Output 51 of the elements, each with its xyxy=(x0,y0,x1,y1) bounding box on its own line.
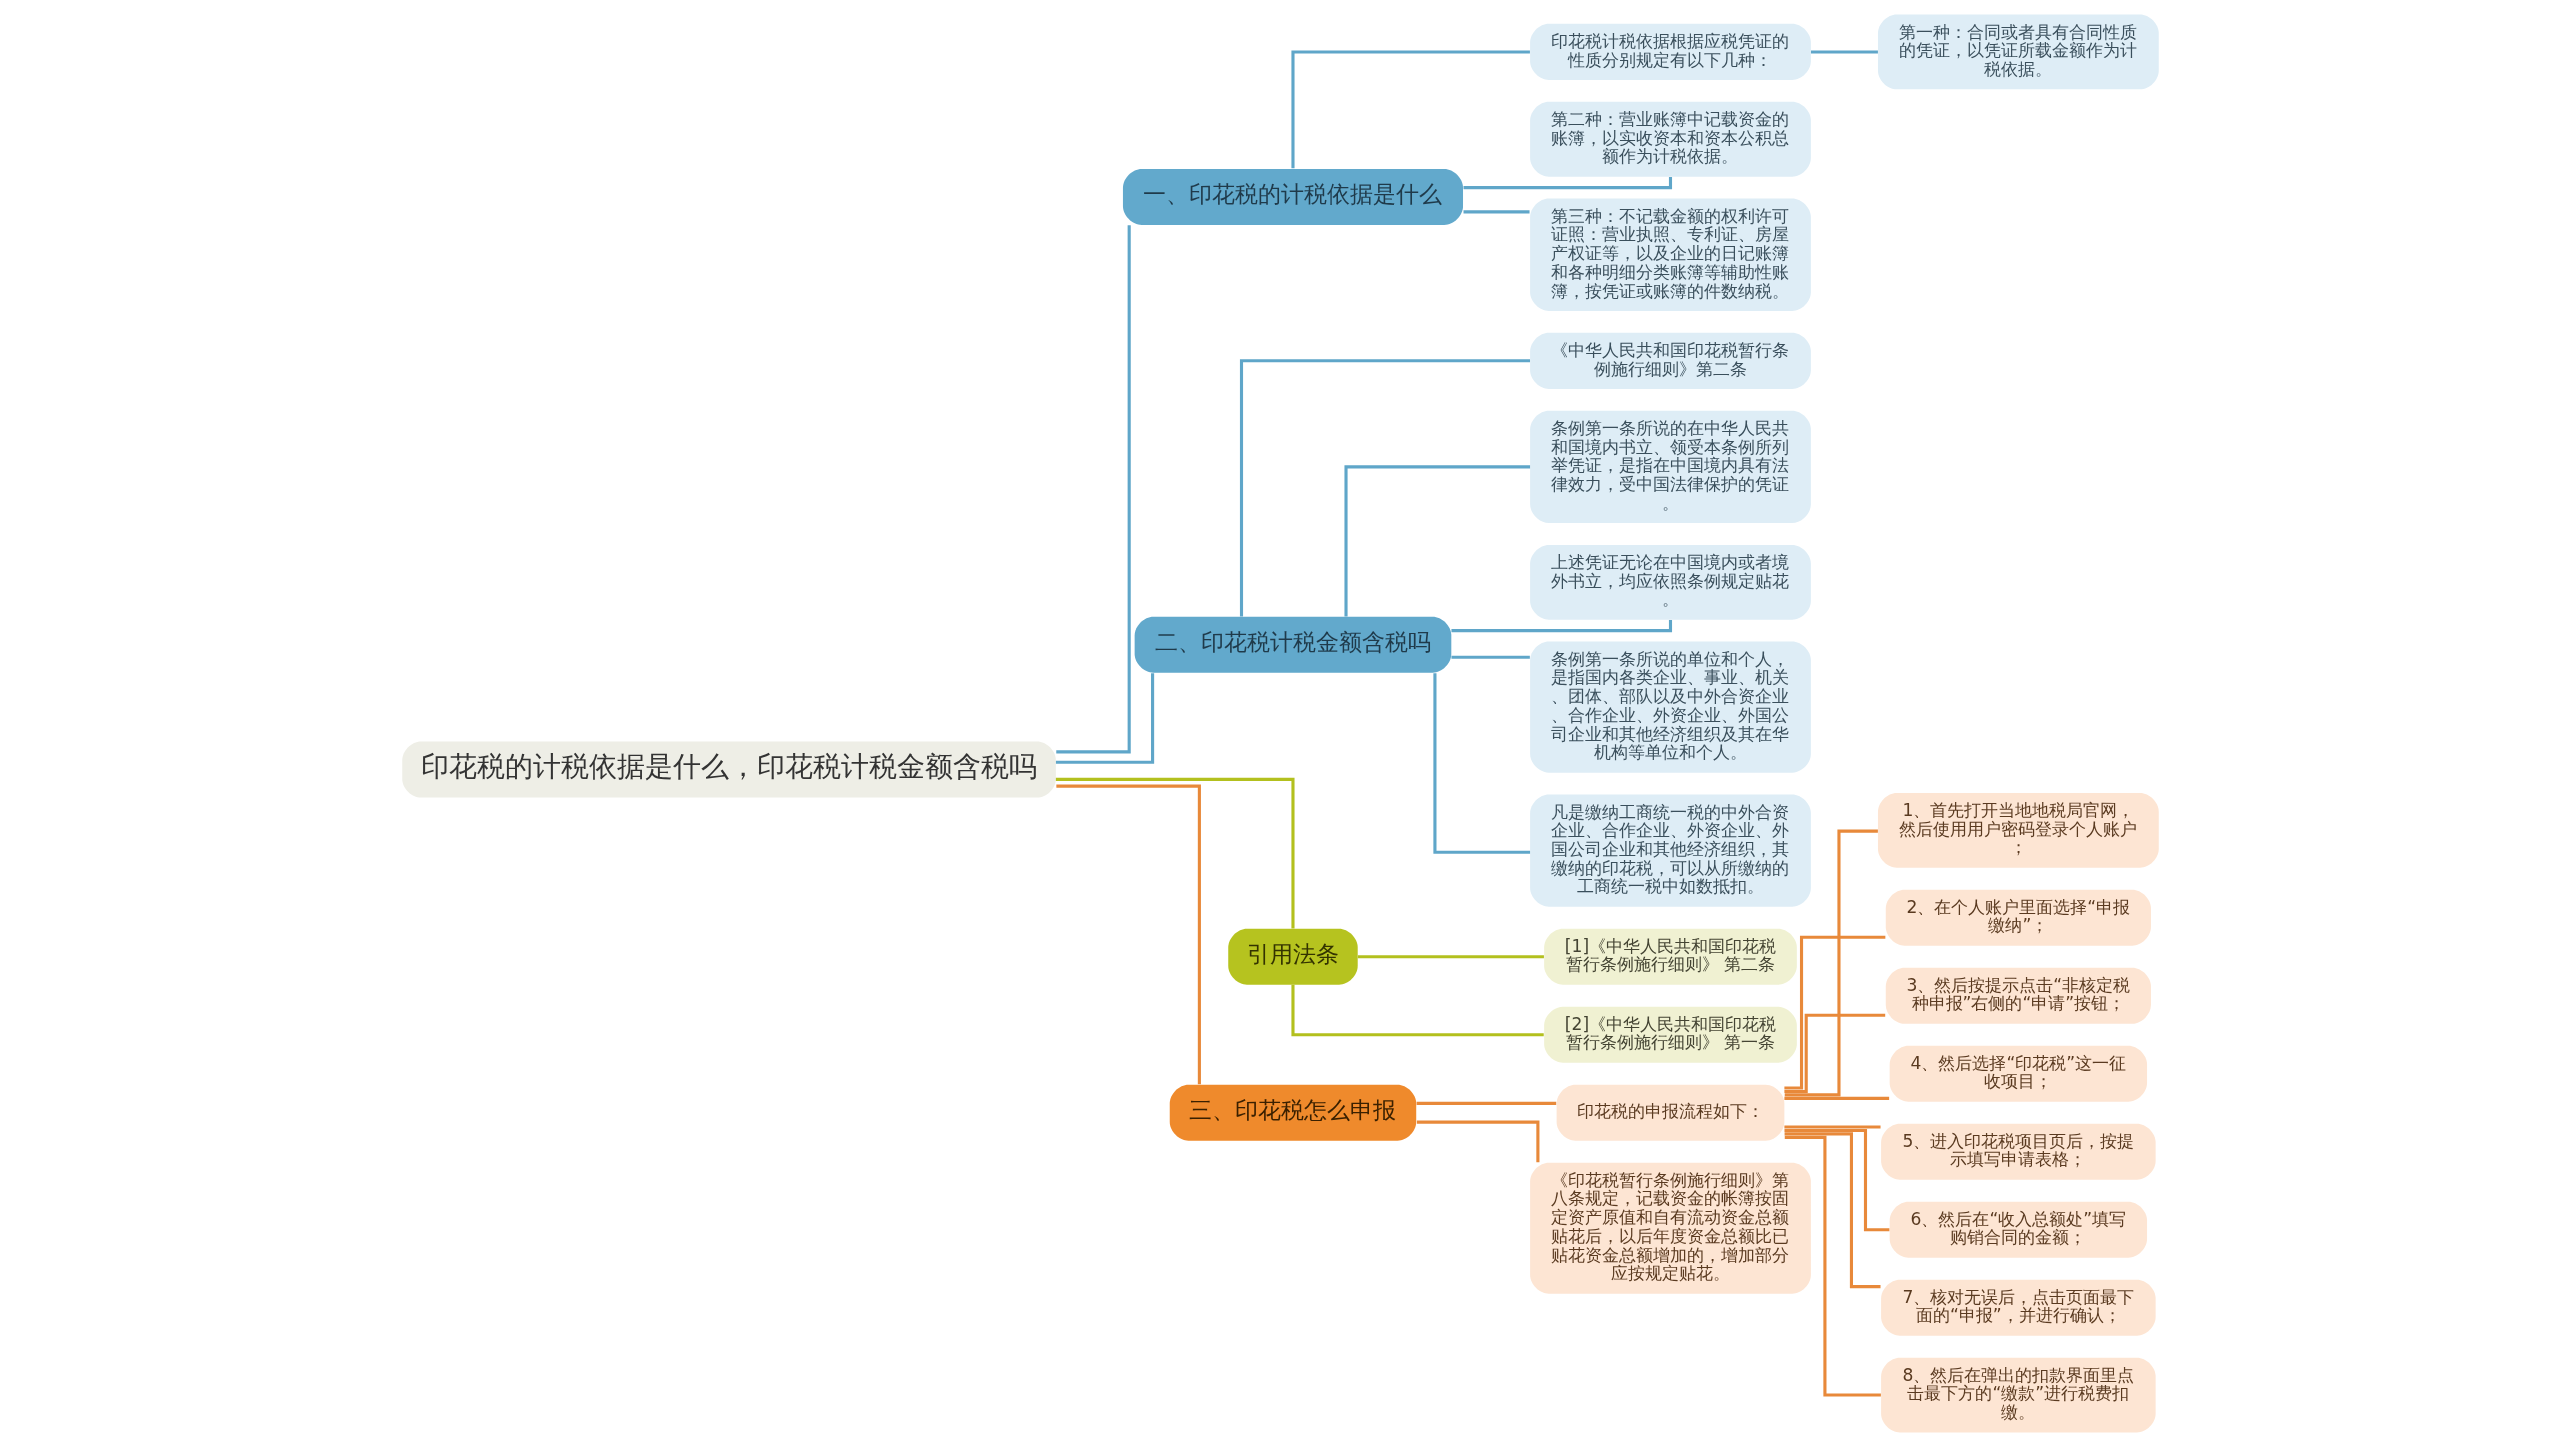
node-box: 《中华人民共和国印花税暂行条例施行细则》第二条 xyxy=(1529,332,1811,389)
connector xyxy=(1450,655,1530,659)
node-box: 8、然后在弹出的扣款界面里点击最下方的“缴款”进行税费扣缴。 xyxy=(1880,1357,2156,1433)
node-box: 条例第一条所说的单位和个人，是指国内各类企业、事业、机关、团体、部队以及中外合资企业、合作企业、外资企业、外国公司企业和其他经济组织及其在华机构等单位和个人。 xyxy=(1529,641,1811,773)
node-box: [1]《中华人民共和国印花税暂行条例施行细则》 第二条 xyxy=(1543,928,1797,985)
connector xyxy=(1290,984,1544,1037)
node-box: 第一种：合同或者具有合同性质的凭证，以凭证所载金额作为计税依据。 xyxy=(1877,14,2159,90)
connector xyxy=(1463,210,1530,214)
node-box: 二、印花税计税金额含税吗 xyxy=(1134,616,1451,673)
connector xyxy=(1290,50,1530,169)
connector xyxy=(1784,1135,1881,1397)
connector xyxy=(1450,619,1672,633)
connector xyxy=(1343,465,1530,617)
node-box: 印花税计税依据根据应税凭证的性质分别规定有以下几种： xyxy=(1529,23,1811,80)
connector xyxy=(1432,673,1530,854)
node-box: 第三种：不记载金额的权利许可证照：营业执照、专利证、房屋产权证等，以及企业的日记账簿和各种明细分类账簿等辅助性账簿，按凭证或账簿的件数纳税。 xyxy=(1529,198,1811,311)
connector xyxy=(1416,1120,1539,1163)
node-box: 条例第一条所说的在中华人民共和国境内书立、领受本条例所列举凭证，是指在中国境内具有法律效力，受中国法律保护的凭证。 xyxy=(1529,410,1811,524)
node-box: 印花税的申报流程如下： xyxy=(1556,1084,1784,1141)
node-box: 三、印花税怎么申报 xyxy=(1169,1084,1416,1141)
connector xyxy=(1055,673,1154,764)
connector xyxy=(1783,1125,1881,1129)
node-box: 《印花税暂行条例施行细则》第八条规定，记载资金的帐簿按固定资产原值和自有流动资金总额贴花后，以后年度资金总额比已贴花资金总额增加的，增加部分应按规定贴花。 xyxy=(1529,1162,1811,1294)
node-box: 上述凭证无论在中国境内或者境外书立，均应依照条例规定贴花。 xyxy=(1529,544,1811,620)
node-box: 印花税的计税依据是什么，印花税计税金额含税吗 xyxy=(401,741,1056,798)
connector xyxy=(1783,1096,1889,1100)
connector xyxy=(1783,1013,1885,1094)
node-box: 5、进入印花税项目页后，按提示填写申请表格； xyxy=(1880,1123,2156,1180)
node-box: 7、核对无误后，点击页面最下面的“申报”，并进行确认； xyxy=(1880,1279,2156,1336)
node-box: 1、首先打开当地地税局官网，然后使用用户密码登录个人账户； xyxy=(1877,792,2159,868)
node-box: 3、然后按提示点击“非核定税种申报”右侧的“申请”按钮； xyxy=(1885,967,2151,1024)
connector xyxy=(1784,1128,1889,1232)
connector xyxy=(1055,777,1295,929)
connector xyxy=(1239,359,1530,617)
connector xyxy=(1416,1101,1556,1105)
node-box: 一、印花税的计税依据是什么 xyxy=(1122,168,1463,226)
connector xyxy=(1784,829,1878,1097)
connector xyxy=(1055,225,1131,754)
node-box: 4、然后选择“印花税”这一征收项目； xyxy=(1889,1045,2147,1102)
connector xyxy=(1784,1132,1880,1289)
connector xyxy=(1055,784,1201,1085)
node-box: 6、然后在“收入总额处”填写购销合同的金额； xyxy=(1889,1201,2147,1258)
connector xyxy=(1357,955,1544,959)
connector xyxy=(1783,935,1885,1090)
connector xyxy=(1810,50,1878,54)
node-box: 第二种：营业账簿中记载资金的账簿，以实收资本和资本公积总额作为计税依据。 xyxy=(1529,101,1811,177)
node-box: 凡是缴纳工商统一税的中外合资企业、合作企业、外资企业、外国公司企业和其他经济组织，其缴纳的印花税，可以从所缴纳的工商统一税中如数抵扣。 xyxy=(1529,794,1811,907)
node-box: 引用法条 xyxy=(1227,928,1358,985)
node-box: 2、在个人账户里面选择“申报缴纳”； xyxy=(1885,889,2151,946)
node-box: [2]《中华人民共和国印花税暂行条例施行细则》 第一条 xyxy=(1543,1006,1797,1063)
connector xyxy=(1463,176,1672,190)
